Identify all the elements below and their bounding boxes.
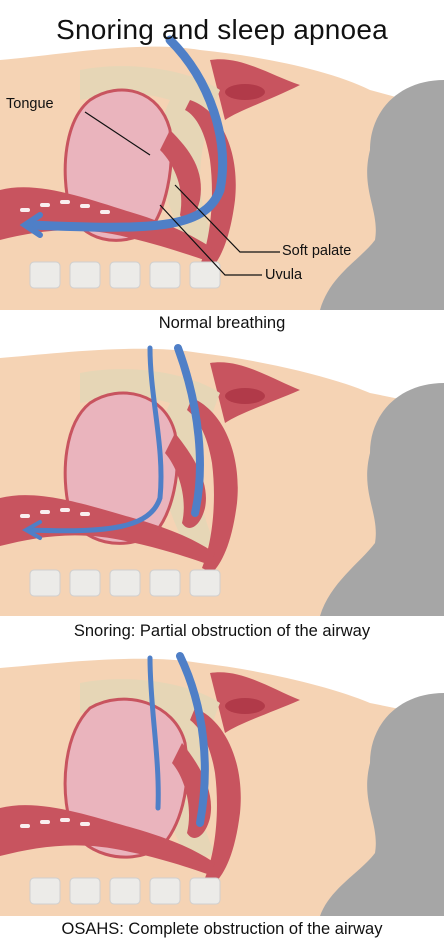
panel-osahs: [0, 648, 444, 916]
label-tongue: Tongue: [6, 96, 54, 112]
caption-osahs: OSAHS: Complete obstruction of the airwa…: [0, 920, 444, 939]
label-soft-palate: Soft palate: [282, 243, 351, 259]
caption-snoring: Snoring: Partial obstruction of the airw…: [0, 622, 444, 641]
head-cross-section-snoring: [0, 338, 444, 616]
head-cross-section-osahs: [0, 648, 444, 916]
panel-snoring: [0, 338, 444, 616]
label-uvula: Uvula: [265, 267, 302, 283]
panel-normal-breathing: Tongue Soft palate Uvula: [0, 0, 444, 310]
caption-normal-breathing: Normal breathing: [0, 314, 444, 333]
head-cross-section-normal: [0, 0, 444, 310]
diagram-title: Snoring and sleep apnoea: [0, 14, 444, 46]
